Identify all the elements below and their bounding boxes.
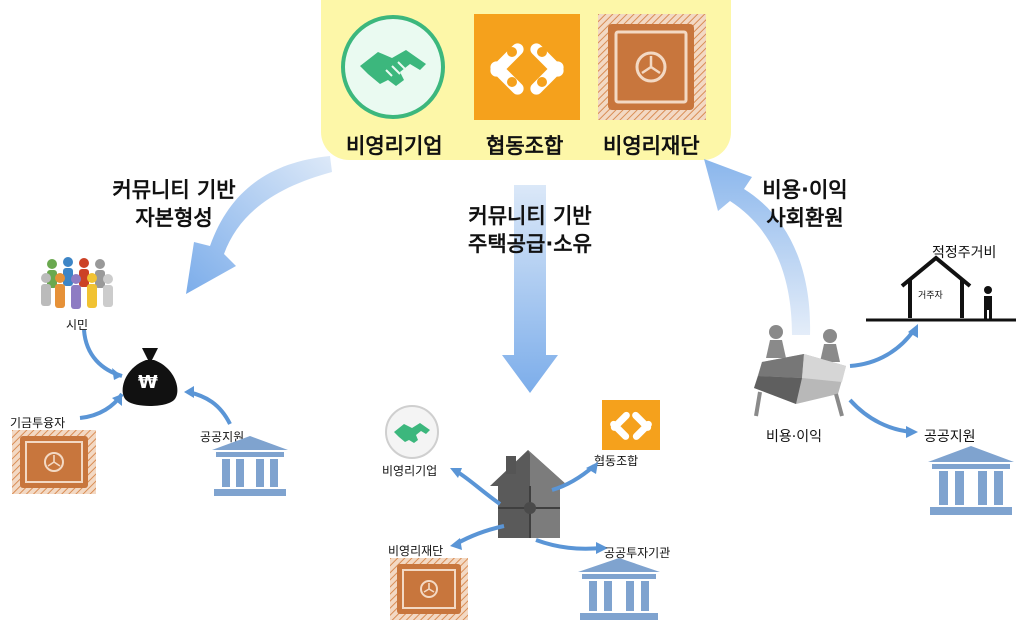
center-flow-arrow bbox=[502, 185, 558, 393]
center-small-arrows bbox=[450, 462, 608, 554]
handshake-icon bbox=[341, 15, 445, 119]
house-outline-icon bbox=[866, 255, 1016, 322]
flow-label-housing-supply: 커뮤니티 기반 주택공급·소유 bbox=[468, 204, 592, 256]
right-small-arrows bbox=[848, 324, 918, 438]
top-label-cooperative: 협동조합 bbox=[486, 134, 564, 158]
center-label-nonprofit-foundation: 비영리재단 bbox=[388, 544, 444, 558]
flow-label-capital-formation: 커뮤니티 기반 자본형성 bbox=[112, 178, 236, 230]
cost-profit-label: 비용·이익 bbox=[766, 429, 822, 445]
money-bag-icon bbox=[122, 348, 178, 406]
cooperation-hands-icon bbox=[474, 14, 580, 120]
center-label-nonprofit-company: 비영리기업 bbox=[382, 464, 438, 478]
puzzle-house-icon bbox=[490, 450, 568, 538]
won-symbol: ₩ bbox=[138, 372, 158, 393]
left-small-arrows bbox=[79, 329, 232, 425]
public-support-label-left: 공공지원 bbox=[200, 430, 245, 444]
right-bank-building-icon bbox=[928, 446, 1014, 515]
people-puzzle-icon bbox=[754, 325, 846, 417]
top-label-nonprofit-foundation: 비영리재단 bbox=[603, 134, 700, 158]
center-handshake-icon bbox=[385, 405, 439, 459]
center-safe-icon bbox=[390, 558, 468, 620]
public-support-label-right: 공공지원 bbox=[924, 429, 976, 445]
left-flow-arrow bbox=[186, 156, 332, 294]
flow-label-social-return: 비용·이익 사회환원 bbox=[762, 178, 848, 230]
investor-label: 기금투융자 bbox=[10, 416, 66, 430]
bank-building-icon bbox=[212, 436, 288, 496]
center-cooperation-icon bbox=[602, 400, 660, 450]
resident-label: 거주자 bbox=[918, 291, 943, 301]
safe-icon bbox=[598, 14, 706, 120]
top-label-nonprofit-company: 비영리기업 bbox=[346, 134, 443, 158]
housing-cost-label: 적정주거비 bbox=[932, 245, 997, 261]
citizens-people-icon bbox=[41, 257, 113, 309]
investor-safe-icon bbox=[12, 430, 96, 494]
center-label-public-investment: 공공투자기관 bbox=[604, 546, 671, 560]
right-flow-arrow bbox=[704, 159, 811, 335]
center-label-cooperative: 협동조합 bbox=[594, 454, 639, 468]
center-bank-building-icon bbox=[578, 558, 660, 620]
citizens-label: 시민 bbox=[66, 318, 89, 332]
